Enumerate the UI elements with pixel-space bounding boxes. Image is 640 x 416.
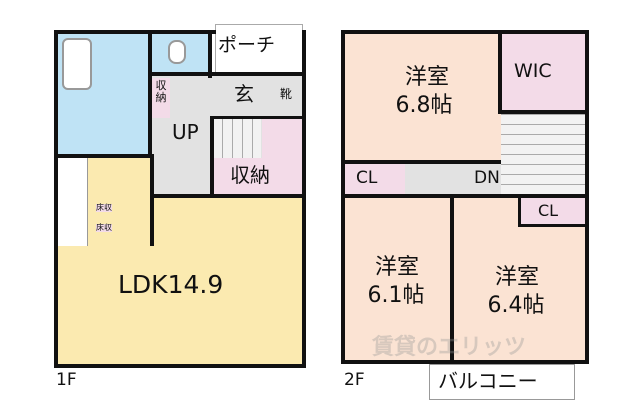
up-label: UP — [172, 120, 199, 144]
room-6-1-size: 6.1帖 — [367, 283, 425, 308]
kitchen-counter — [58, 156, 88, 256]
ldk-lower — [58, 246, 158, 366]
room-6-4-name: 洋室 — [494, 265, 539, 290]
room-6-8-size: 6.8帖 — [395, 93, 453, 118]
toilet-icon — [168, 40, 186, 64]
hall-2f — [405, 162, 501, 196]
room-6-8 — [345, 32, 501, 162]
floor-storage-1: 床収 — [96, 203, 112, 213]
closet-right — [520, 198, 585, 226]
balcony-label: バルコニー — [438, 369, 538, 393]
ldk-label: LDK14.9 — [118, 270, 224, 299]
watermark: 賃貸のエリッツ — [372, 335, 527, 360]
storage-small — [152, 78, 170, 118]
bathtub-icon — [62, 38, 92, 90]
closet-left — [345, 162, 405, 196]
storage-small-label: 収納 — [155, 79, 167, 104]
wic-label: WIC — [514, 60, 552, 82]
stairs — [213, 118, 261, 158]
porch-label: ポーチ — [218, 34, 276, 56]
entrance-label: 玄 — [234, 82, 254, 106]
storage-room-lower — [213, 158, 302, 196]
room-6-4-size: 6.4帖 — [487, 293, 545, 318]
room-6-8-name: 洋室 — [404, 65, 449, 90]
floor-1-walls — [54, 30, 306, 368]
wic — [501, 32, 585, 112]
balcony: バルコニー — [429, 364, 575, 400]
storage-label: 収納 — [230, 163, 270, 187]
ldk-main — [154, 196, 302, 366]
floor-1-label: 1F — [56, 370, 77, 390]
stairs-2f — [501, 114, 585, 194]
dn-label: DN — [474, 168, 500, 188]
porch — [215, 24, 303, 78]
closet-right-label: CL — [538, 201, 559, 220]
floor-2-label: 2F — [344, 370, 365, 390]
shoe-storage-label: 靴 — [280, 87, 293, 101]
room-6-1 — [345, 196, 452, 360]
closet-left-label: CL — [356, 168, 378, 188]
room-6-1-name: 洋室 — [374, 255, 419, 280]
floor-storage-2: 床収 — [96, 223, 112, 233]
